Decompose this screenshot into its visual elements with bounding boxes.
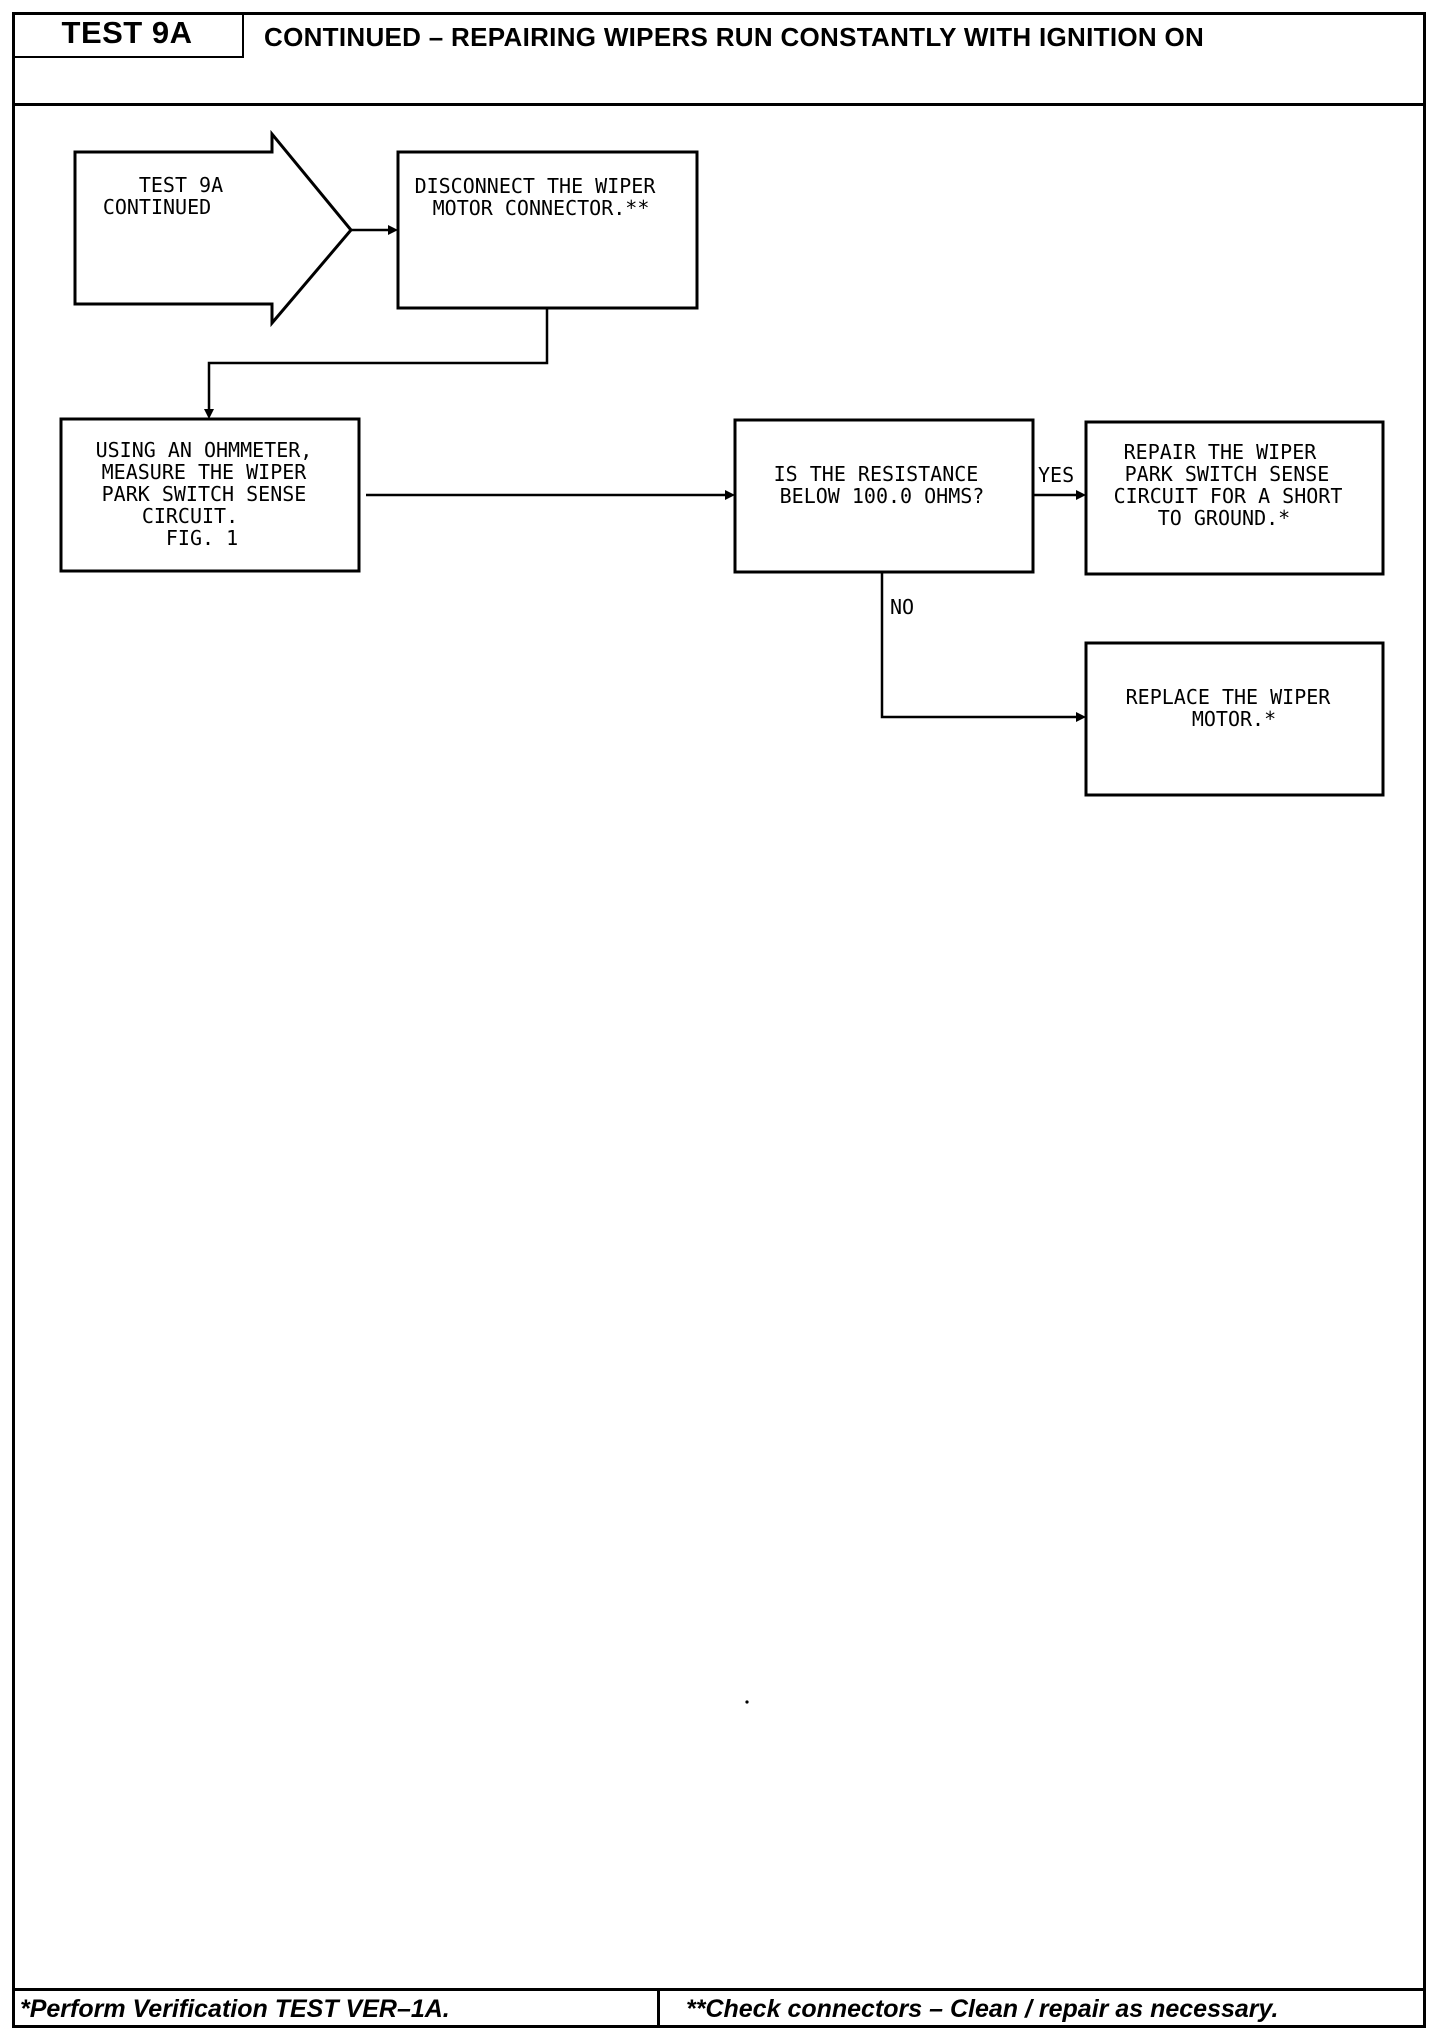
arrowhead [1076, 490, 1086, 500]
start-text: TEST 9A CONTINUED [103, 173, 235, 219]
footnote-connectors: **Check connectors – Clean / repair as n… [686, 1995, 1279, 2023]
repair-box [1084, 420, 1385, 576]
page-title: CONTINUED – REPAIRING WIPERS RUN CONSTAN… [264, 22, 1205, 52]
connector-question-replace [880, 572, 1078, 719]
arrowhead [204, 409, 214, 419]
replace-text: REPLACE THE WIPER MOTOR.* [1126, 685, 1343, 731]
header-divider [12, 103, 1426, 106]
start-arrow-shape [73, 129, 353, 328]
question-text: IS THE RESISTANCE BELOW 100.0 OHMS? [774, 462, 991, 508]
repair-text: REPAIR THE WIPER PARK SWITCH SENSE CIRCU… [1114, 440, 1355, 530]
footer-divider [12, 1988, 1426, 1991]
page-frame [12, 12, 1426, 2028]
test-id-label: TEST 9A [12, 12, 244, 58]
connector-disconnect-measure [207, 308, 549, 410]
scan-dot [745, 1700, 749, 1704]
replace-box [1084, 641, 1385, 797]
no-label: NO [890, 595, 914, 619]
yes-label: YES [1038, 463, 1074, 487]
arrowhead [388, 225, 398, 235]
measure-text: USING AN OHMMETER, MEASURE THE WIPER PAR… [96, 438, 325, 550]
measure-box [59, 417, 361, 573]
arrowhead [725, 490, 735, 500]
disconnect-text: DISCONNECT THE WIPER MOTOR CONNECTOR.** [415, 174, 668, 220]
footnote-verification: *Perform Verification TEST VER–1A. [20, 1995, 450, 2023]
question-box [733, 418, 1035, 574]
footer-column-divider [657, 1988, 660, 2028]
arrowhead [1076, 712, 1086, 722]
